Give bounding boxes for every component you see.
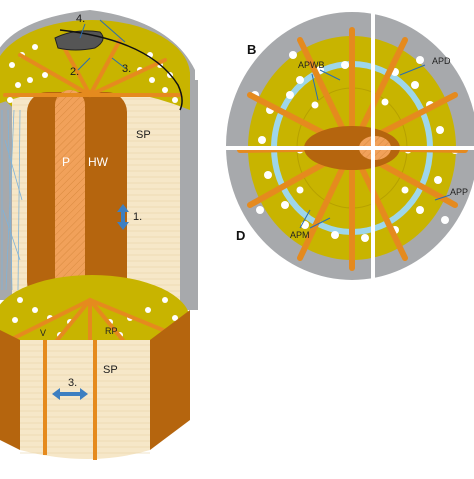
arrow-vertical-icon (117, 204, 129, 230)
label-v: V (40, 328, 46, 338)
outline-curve (59, 29, 183, 111)
label-2: 2. (70, 66, 79, 78)
label-p: P (62, 155, 70, 169)
label-apm: APM (290, 230, 310, 240)
lower-block-right (150, 310, 190, 450)
bark-side-right (180, 80, 198, 310)
label-1: 1. (133, 211, 142, 223)
label-app: APP (450, 187, 468, 197)
label-sp-upper: SP (136, 129, 151, 141)
label-4: 4. (76, 13, 85, 25)
label-panel-b: B (247, 42, 256, 57)
label-apwb: APWB (298, 60, 325, 70)
damage-region (54, 30, 104, 51)
disc-view (225, 10, 474, 285)
label-sp-lower: SP (103, 364, 118, 376)
label-3-lower: 3. (68, 377, 77, 389)
top-rays (3, 38, 182, 97)
lower-block-rays (43, 340, 97, 460)
lower-block-grain (20, 340, 150, 455)
leader-lines-top (77, 19, 126, 71)
pith-column (55, 90, 85, 300)
cylinder-view (0, 10, 198, 460)
arrow-horizontal-icon (52, 388, 88, 400)
vessel-lines (1, 109, 23, 291)
label-rp: RP (105, 326, 118, 336)
label-apd: APD (432, 56, 451, 66)
disc-leader-lines (299, 64, 451, 229)
lower-block-left (0, 330, 20, 450)
label-hw: HW (88, 155, 109, 169)
label-panel-d: D (236, 228, 245, 243)
label-3: 3. (122, 63, 131, 75)
